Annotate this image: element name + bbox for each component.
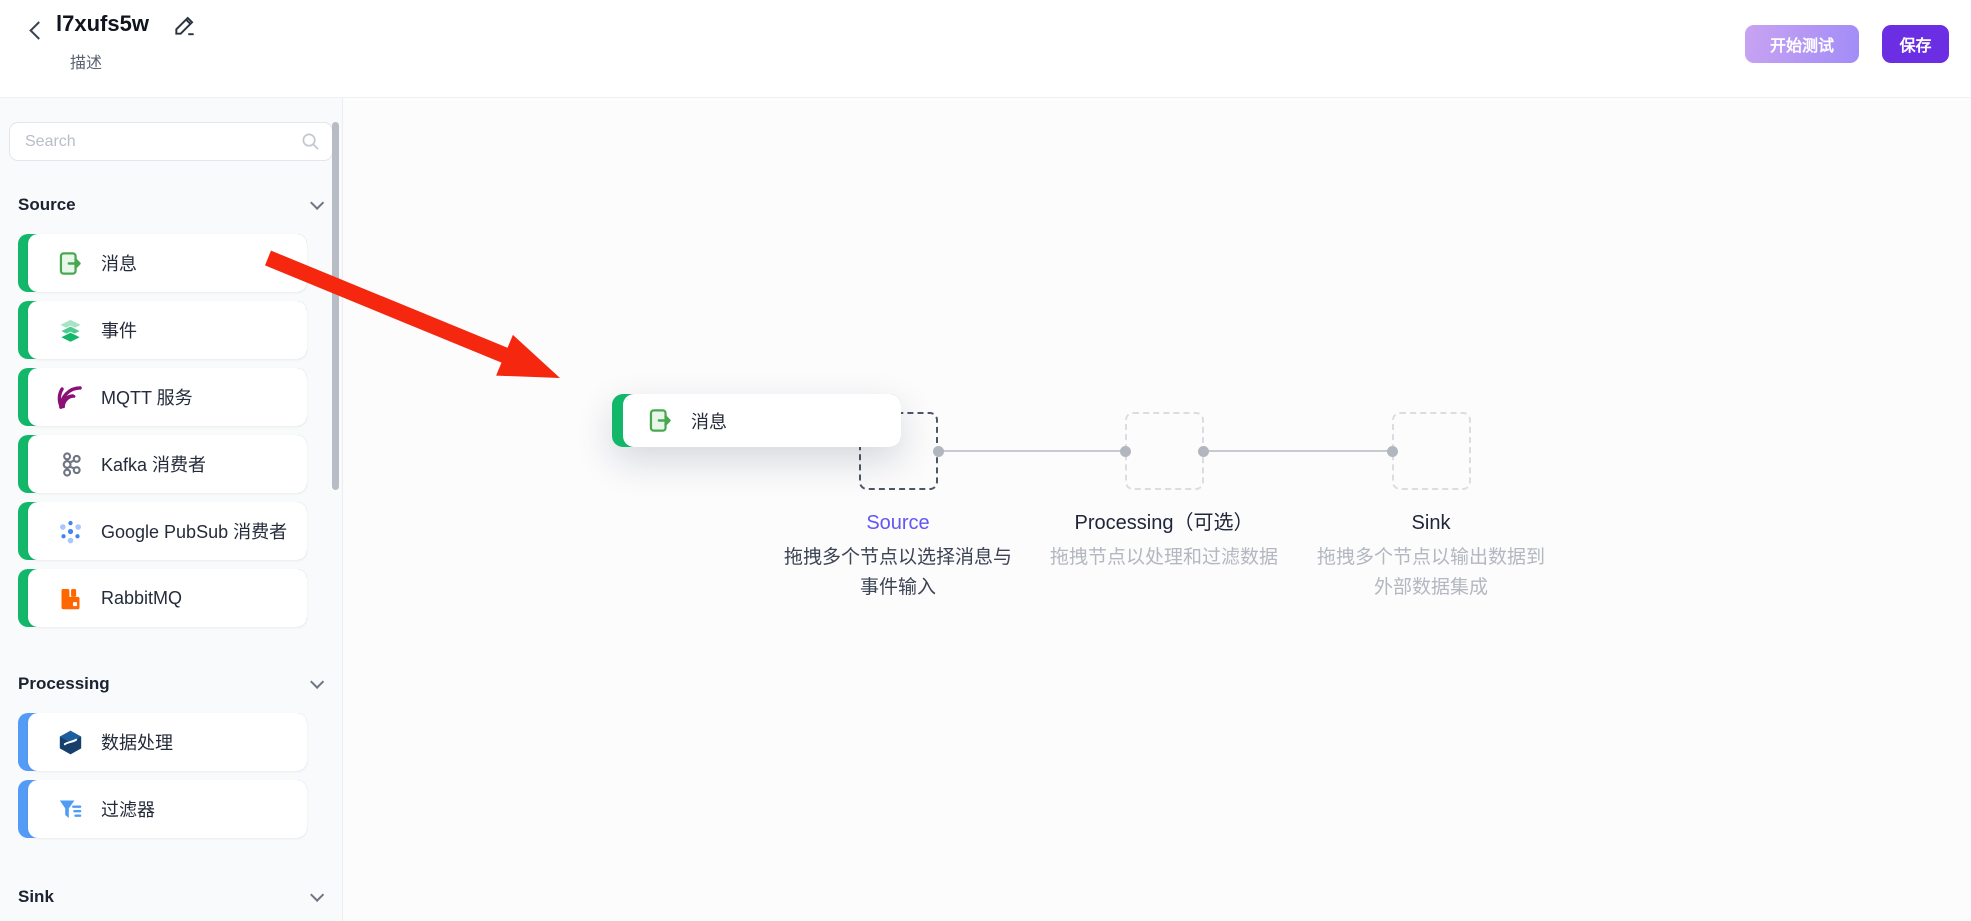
zone-label-processing: Processing（可选） 拖拽节点以处理和过滤数据 (1046, 510, 1282, 573)
save-button[interactable]: 保存 (1882, 25, 1949, 63)
dropzone-sink[interactable] (1392, 412, 1471, 490)
dragged-node-message[interactable]: 消息 (612, 394, 901, 447)
sidebar-item-event[interactable]: 事件 (18, 301, 307, 359)
zone-label-source: Source 拖拽多个节点以选择消息与事件输入 (780, 510, 1016, 603)
sidebar-item-label: Google PubSub 消费者 (101, 522, 288, 542)
data-processing-icon (57, 729, 84, 756)
search-input[interactable] (9, 122, 333, 161)
zone-description: 拖拽节点以处理和过滤数据 (1049, 547, 1278, 568)
section-title: Processing (18, 674, 110, 693)
section-header-sink[interactable]: Sink (0, 887, 342, 907)
sidebar-item-label: 过滤器 (101, 800, 155, 820)
kafka-icon (57, 451, 84, 478)
event-layers-icon (57, 317, 84, 344)
filter-icon (57, 796, 84, 823)
message-icon (57, 250, 84, 277)
sidebar-item-label: MQTT 服务 (101, 388, 193, 408)
section-title: Source (18, 195, 76, 214)
node-palette-sidebar: Source 消息 事件 (0, 98, 343, 921)
sidebar-item-label: RabbitMQ (101, 587, 183, 608)
sidebar-item-filter[interactable]: 过滤器 (18, 780, 307, 838)
top-header: l7xufs5w 描述 开始测试 保存 (0, 0, 1971, 98)
start-test-button[interactable]: 开始测试 (1745, 25, 1859, 63)
zone-title: Sink (1411, 512, 1451, 534)
connector-dot (1119, 445, 1131, 457)
dragged-node-label: 消息 (691, 411, 727, 432)
search-icon (301, 132, 320, 151)
flow-canvas[interactable]: Source 拖拽多个节点以选择消息与事件输入 Processing（可选） 拖… (343, 98, 1971, 921)
back-icon[interactable] (22, 15, 54, 47)
mqtt-icon (57, 384, 84, 411)
sidebar-item-message[interactable]: 消息 (18, 234, 307, 292)
connector-line (1203, 450, 1392, 452)
rabbitmq-icon (57, 585, 84, 612)
connector-dot (932, 445, 944, 457)
sidebar-item-label: 消息 (101, 254, 137, 274)
sidebar-item-google-pubsub[interactable]: Google PubSub 消费者 (18, 502, 307, 560)
message-icon (647, 407, 674, 434)
section-title: Sink (18, 887, 54, 906)
sidebar-item-label: Kafka 消费者 (101, 455, 207, 475)
sidebar-scrollbar[interactable] (332, 122, 339, 490)
sidebar-item-mqtt[interactable]: MQTT 服务 (18, 368, 307, 426)
zone-description: 拖拽多个节点以选择消息与事件输入 (783, 547, 1012, 598)
sidebar-item-data-processing[interactable]: 数据处理 (18, 713, 307, 771)
sidebar-item-rabbitmq[interactable]: RabbitMQ (18, 569, 307, 627)
connector-dot (1386, 445, 1398, 457)
chevron-down-icon (310, 195, 325, 210)
search-box (9, 122, 333, 161)
google-pubsub-icon (57, 518, 84, 545)
chevron-down-icon (310, 674, 325, 689)
connector-line (938, 450, 1125, 452)
sidebar-item-kafka[interactable]: Kafka 消费者 (18, 435, 307, 493)
zone-title: Processing（可选） (1074, 512, 1254, 534)
connector-dot (1197, 445, 1209, 457)
sidebar-item-label: 数据处理 (101, 733, 173, 753)
page-title: l7xufs5w (56, 11, 149, 36)
section-header-source[interactable]: Source (0, 195, 342, 215)
zone-description: 拖拽多个节点以输出数据到外部数据集成 (1316, 547, 1545, 598)
section-header-processing[interactable]: Processing (0, 674, 342, 694)
edit-pencil-icon[interactable] (172, 12, 198, 38)
dropzone-processing[interactable] (1125, 412, 1204, 490)
chevron-down-icon (310, 887, 325, 902)
zone-title: Source (866, 512, 930, 534)
sidebar-item-label: 事件 (101, 321, 137, 341)
description-label[interactable]: 描述 (70, 55, 103, 72)
zone-label-sink: Sink 拖拽多个节点以输出数据到外部数据集成 (1313, 510, 1549, 603)
